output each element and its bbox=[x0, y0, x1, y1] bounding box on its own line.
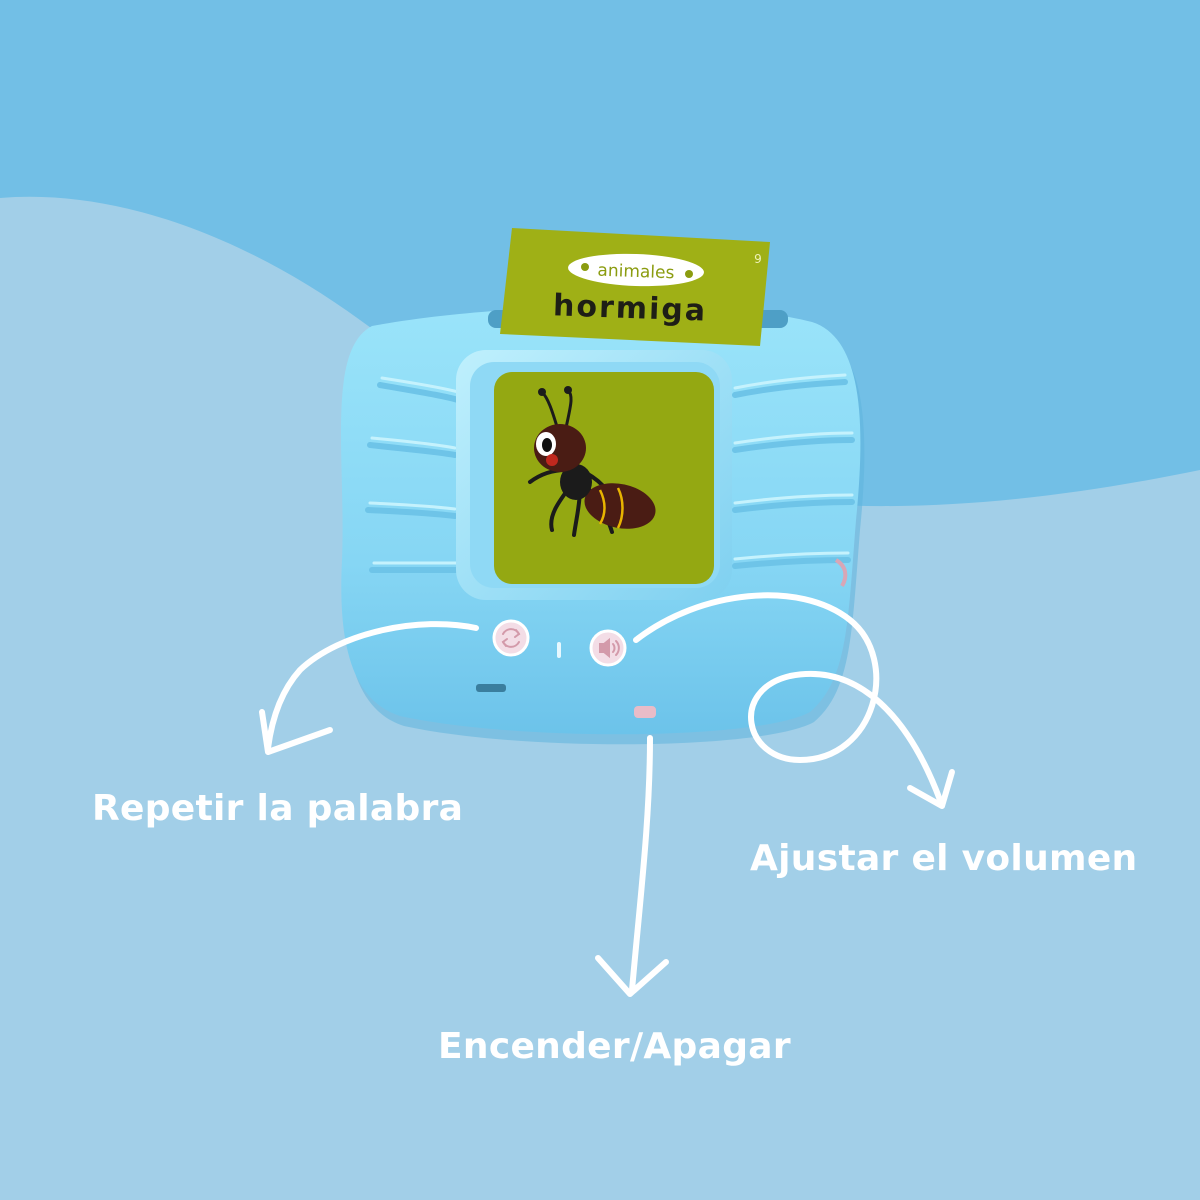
flashcard-face bbox=[500, 228, 770, 346]
category-dot-left bbox=[581, 263, 589, 271]
left-grip-highlights bbox=[368, 376, 460, 565]
left-grip-ridges bbox=[365, 382, 461, 574]
repeat-word-label: Repetir la palabra bbox=[92, 788, 464, 829]
repeat-arrowhead bbox=[259, 709, 333, 755]
card-category: animales bbox=[597, 261, 675, 284]
right-grip-highlights bbox=[733, 373, 854, 561]
card-number: 9 bbox=[754, 252, 762, 266]
side-volume-rocker bbox=[834, 558, 848, 588]
volume-button[interactable] bbox=[589, 629, 627, 667]
volume-icon bbox=[599, 637, 620, 659]
repeat-button[interactable] bbox=[492, 619, 530, 657]
category-dot-right bbox=[685, 270, 693, 278]
ant-illustration bbox=[528, 386, 656, 537]
card-word: hormiga bbox=[552, 288, 707, 328]
flashcard[interactable]: animales hormiga 9 bbox=[500, 228, 770, 346]
volume-arrow bbox=[633, 592, 943, 803]
power-on-off-label: Encender/Apagar bbox=[438, 1026, 791, 1067]
adjust-volume-label: Ajustar el volumen bbox=[750, 838, 1138, 879]
volume-arrowhead bbox=[907, 769, 955, 809]
power-switch[interactable] bbox=[634, 706, 656, 718]
usb-port bbox=[476, 684, 506, 692]
power-arrow bbox=[629, 735, 653, 993]
repeat-arrow bbox=[265, 621, 479, 751]
repeat-icon bbox=[501, 628, 521, 648]
category-pill bbox=[568, 253, 704, 287]
power-arrowhead bbox=[595, 955, 669, 997]
screen bbox=[494, 372, 714, 584]
indicator-light bbox=[557, 642, 561, 658]
